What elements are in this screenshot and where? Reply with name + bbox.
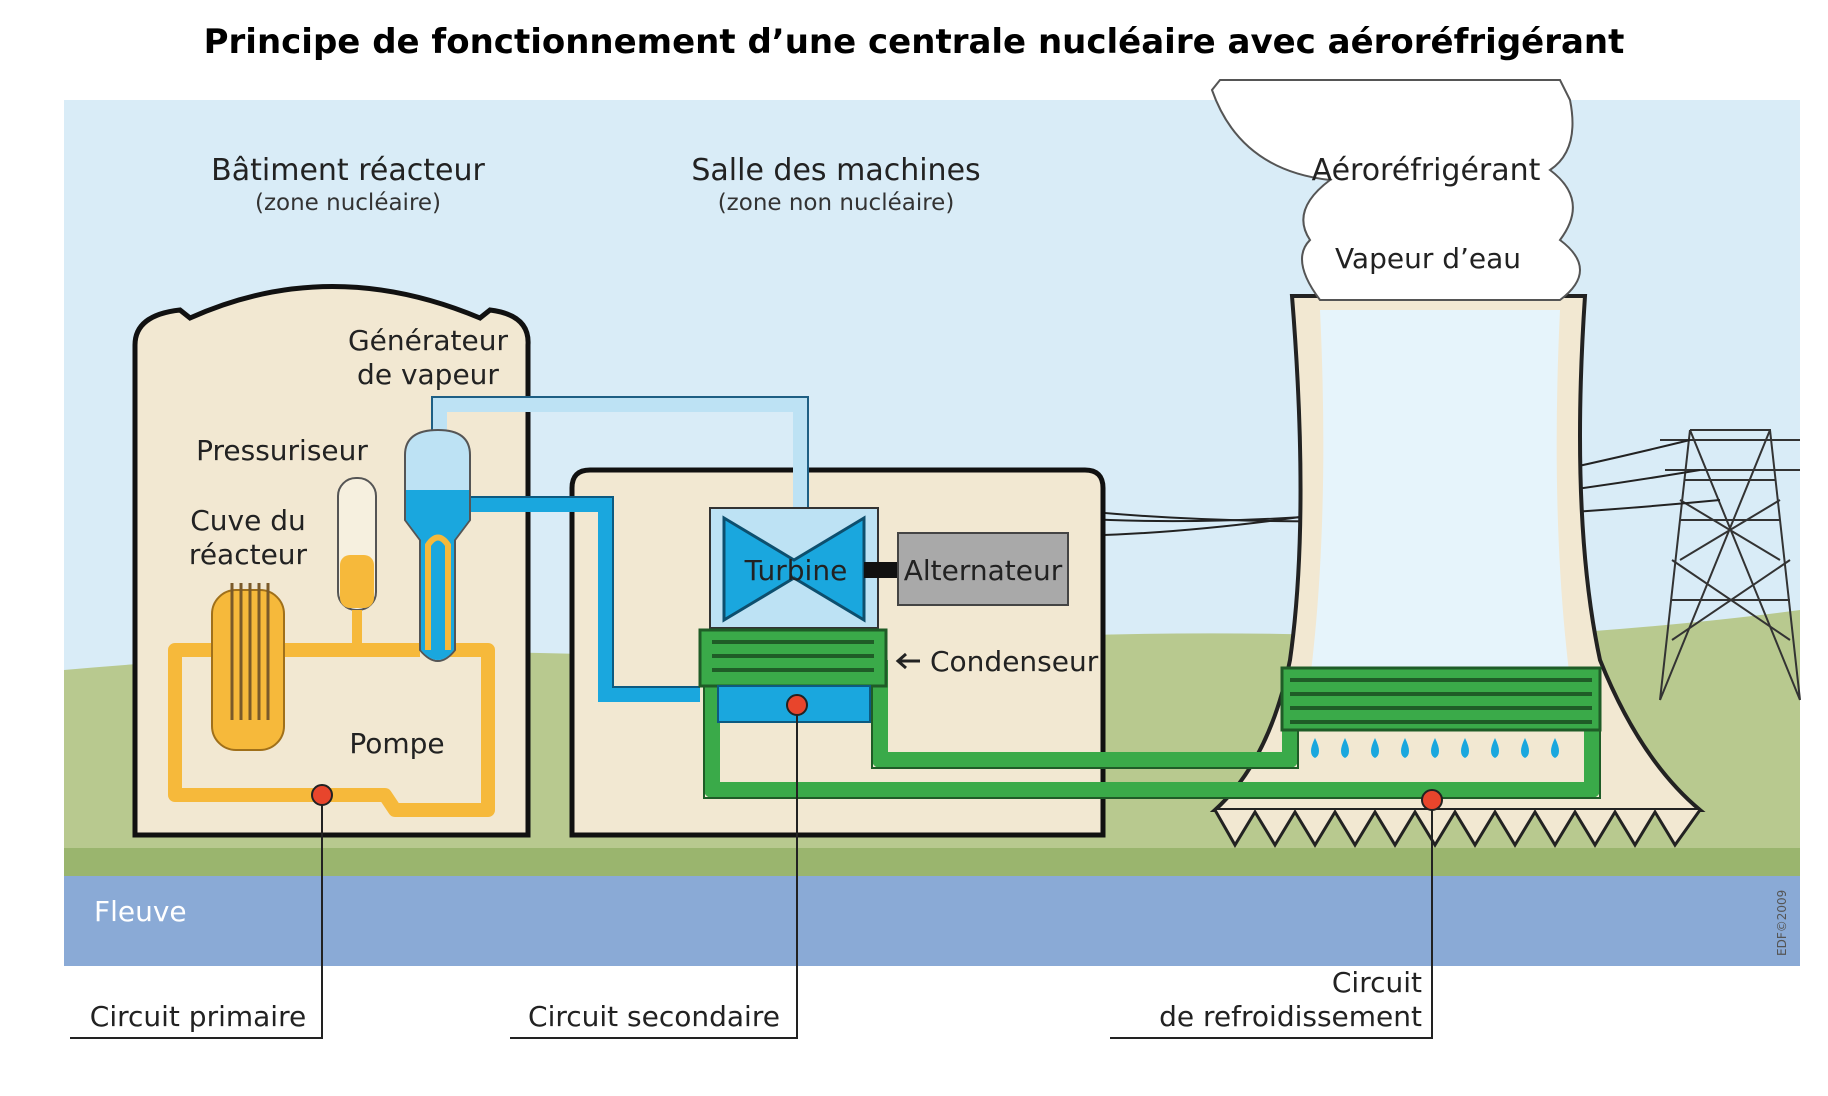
steam-pipe <box>433 398 807 515</box>
fuel-rods <box>230 583 270 720</box>
circuit-leaders <box>70 705 1433 1039</box>
condenser-tubes <box>712 640 874 672</box>
river <box>64 876 1800 966</box>
reactor-vessel <box>211 589 285 751</box>
alternator-label: Alternateur <box>904 554 1063 587</box>
tower-exchanger-tubes <box>1290 678 1592 724</box>
machine-hall-label: Salle des machines <box>691 153 980 188</box>
page-title: Principe de fonctionnement d’une central… <box>203 22 1625 62</box>
turbine-label: Turbine <box>744 554 848 587</box>
secondary-circuit-marker <box>786 694 808 716</box>
river-label: Fleuve <box>94 895 187 928</box>
credit-label: EDF©2009 <box>1775 890 1789 956</box>
secondary-circuit-label: Circuit secondaire <box>528 1000 780 1033</box>
pressurizer-level <box>340 555 374 608</box>
cooling-circuit-label-1: Circuit <box>1332 966 1422 999</box>
feedwater-pipe <box>460 498 700 702</box>
cooling-tower-label: Aéroréfrigérant <box>1312 153 1541 188</box>
turbine-shaft <box>864 562 898 578</box>
machine-zone-label: (zone non nucléaire) <box>718 190 955 216</box>
condenser-label: Condenseur <box>930 645 1099 678</box>
tower-base-zigzag <box>1213 809 1702 848</box>
cooling-tower-interior <box>1310 310 1570 680</box>
primary-circuit-label: Circuit primaire <box>90 1000 306 1033</box>
steam-generator-tubes <box>425 534 451 650</box>
cooling-circuit-label-2: de refroidissement <box>1159 1000 1422 1033</box>
steam-generator-label-1: Générateur <box>348 324 509 357</box>
condenser-arrow <box>895 652 920 670</box>
alternator <box>897 532 1069 606</box>
steam-cloud <box>1210 79 1581 301</box>
turbine <box>722 515 866 623</box>
power-pylon <box>1659 429 1801 701</box>
pressurizer-label: Pressuriseur <box>196 434 368 467</box>
water-drops <box>1311 738 1559 758</box>
pump-label: Pompe <box>349 727 444 760</box>
cooling-circuit-marker <box>1421 789 1443 811</box>
feedwater-pipe-outline <box>460 496 700 688</box>
steam-generator-label-2: de vapeur <box>357 358 499 391</box>
reactor-building-label: Bâtiment réacteur <box>211 153 485 188</box>
vessel-label-1: Cuve du <box>190 504 306 537</box>
steam-label: Vapeur d’eau <box>1335 242 1521 275</box>
steam-generator-water <box>406 490 469 660</box>
reactor-zone-label: (zone nucléaire) <box>255 190 441 216</box>
ground-strip <box>64 848 1800 876</box>
primary-circuit-marker <box>311 784 333 806</box>
steam-pipe-outline <box>431 396 809 515</box>
vessel-label-2: réacteur <box>189 538 308 571</box>
